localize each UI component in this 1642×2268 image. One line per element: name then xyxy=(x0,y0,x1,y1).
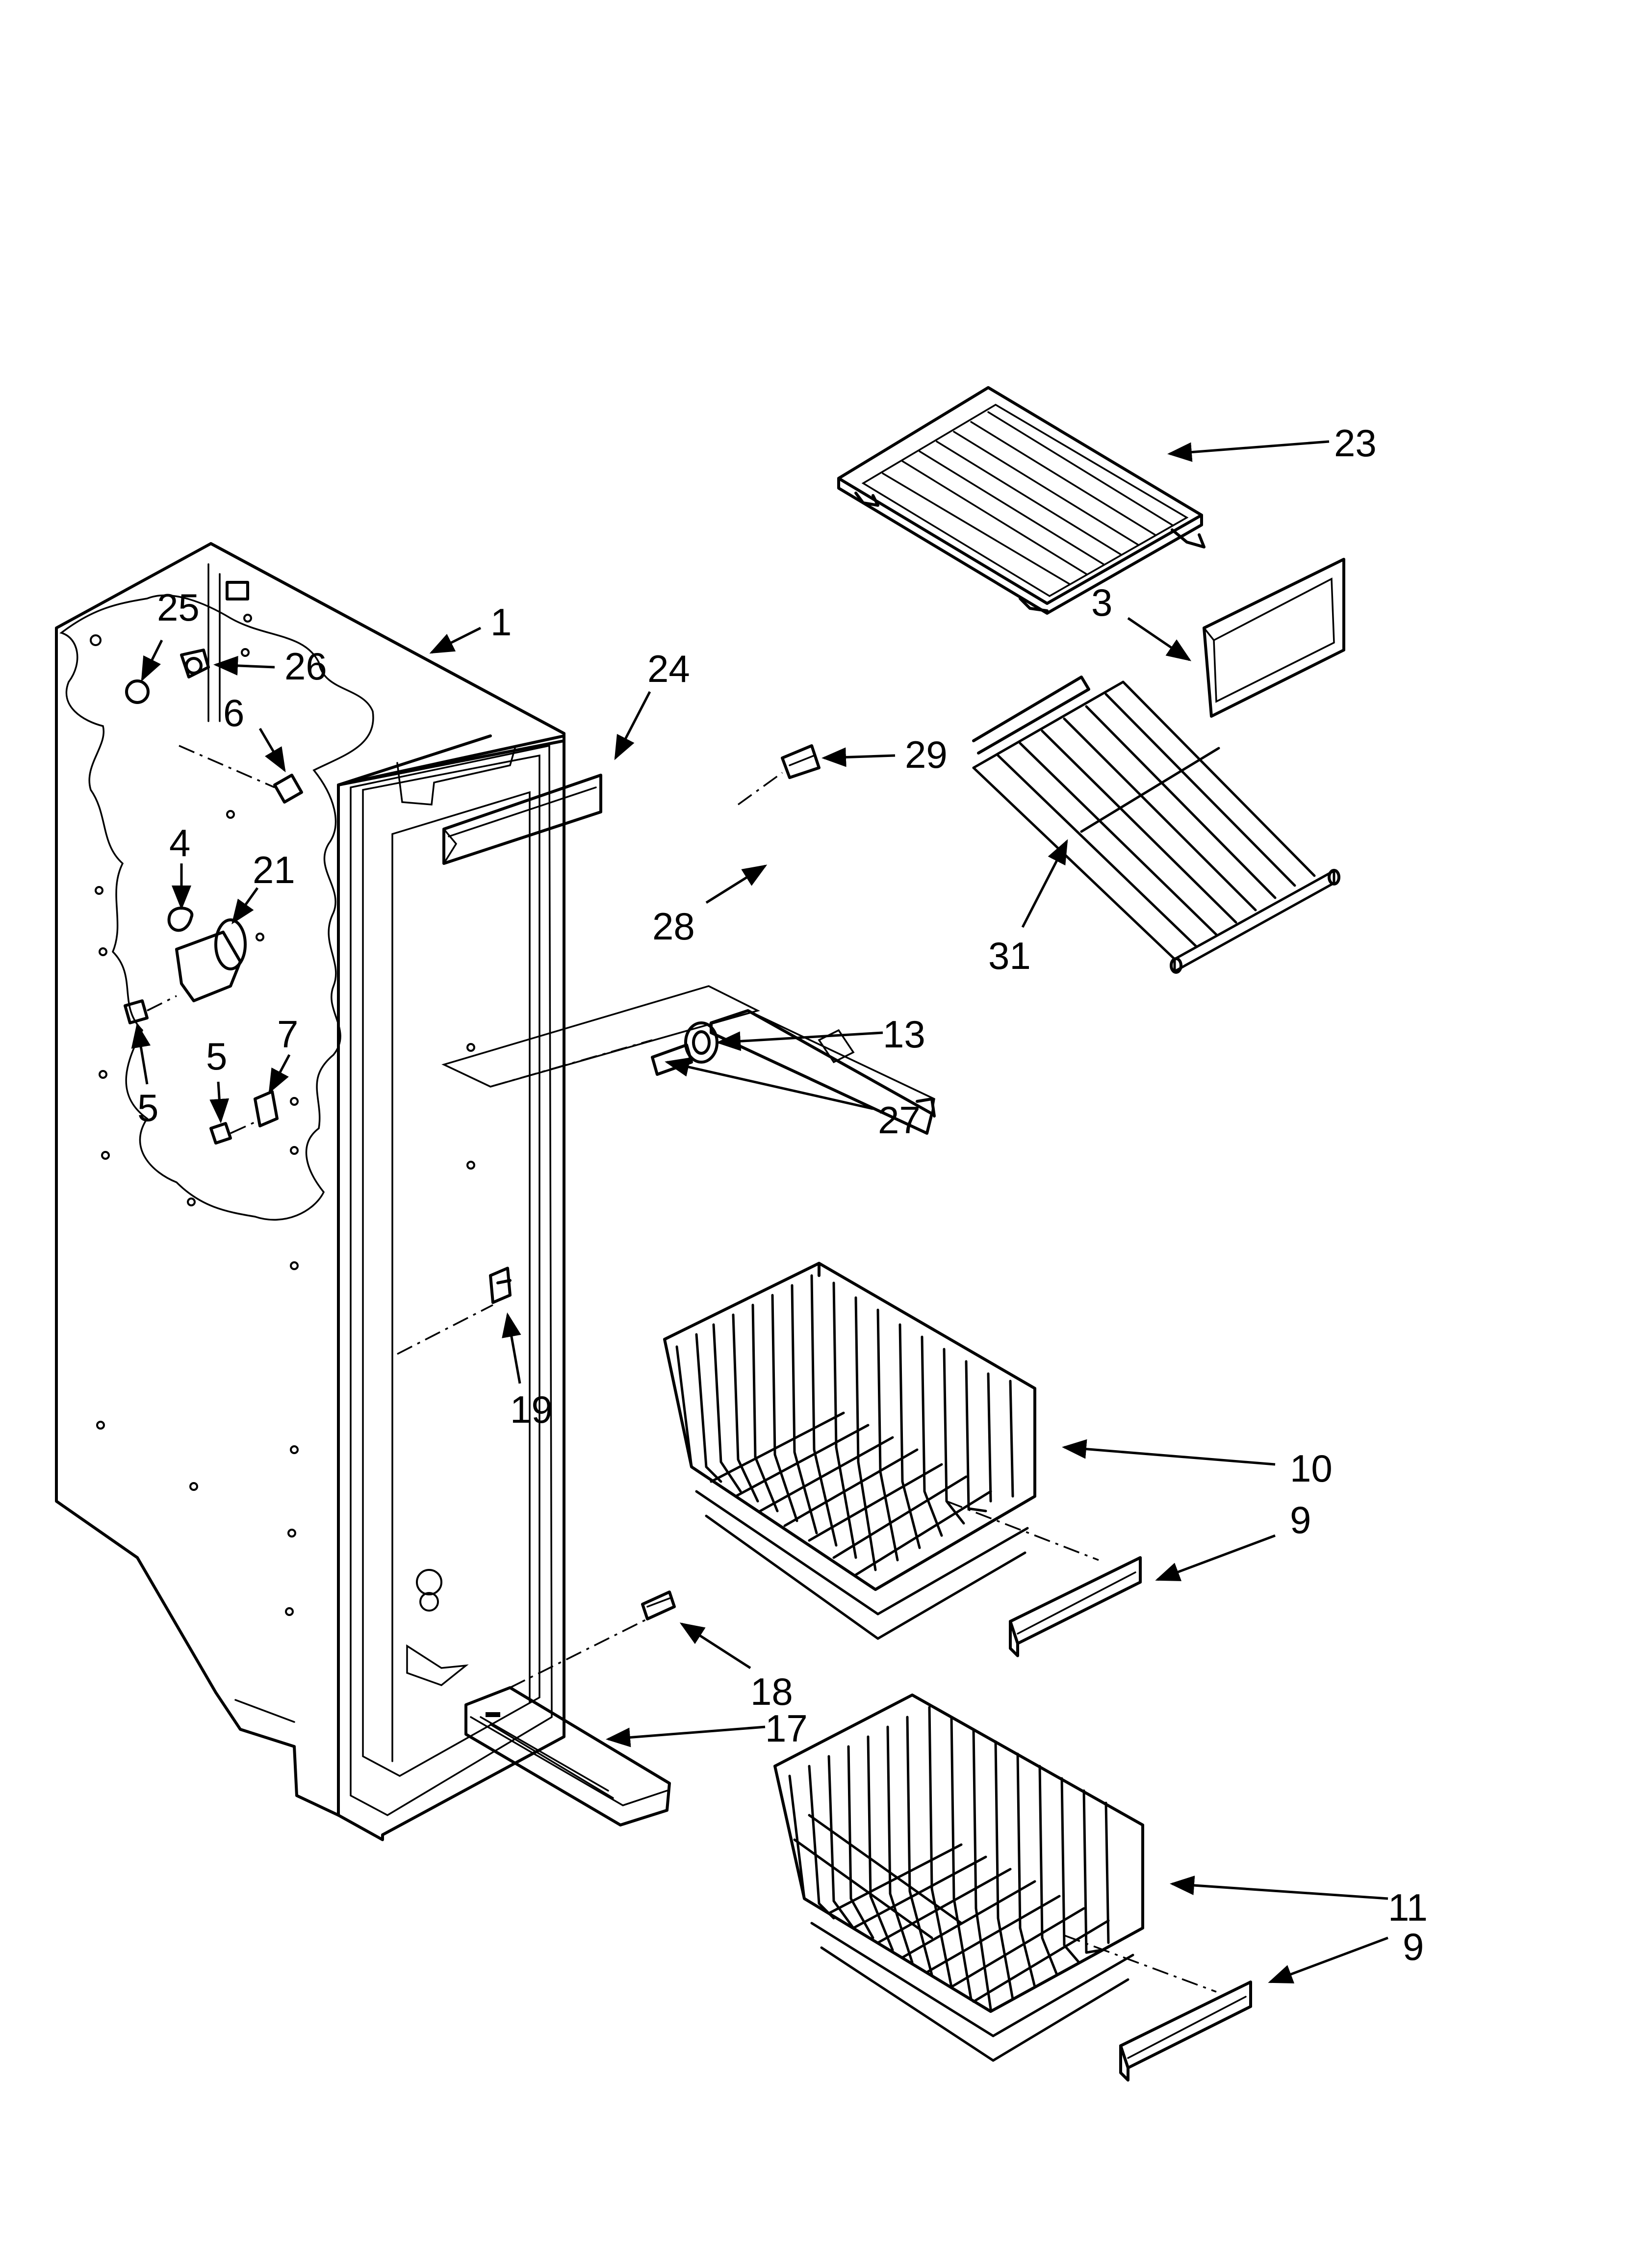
leader-5b xyxy=(209,1081,230,1123)
leader-7 xyxy=(268,1054,291,1094)
callout-18: 18 xyxy=(750,1670,793,1713)
screw-5b xyxy=(209,1122,232,1145)
sticker-plate xyxy=(226,581,249,600)
leader-5a xyxy=(131,1023,151,1085)
callout-9b: 9 xyxy=(1403,1925,1424,1968)
leader-26 xyxy=(213,655,275,676)
part-3-shelf-trim xyxy=(1203,558,1345,718)
callout-27: 27 xyxy=(878,1098,921,1142)
callout-28: 28 xyxy=(652,905,695,948)
leader-11 xyxy=(1170,1876,1388,1900)
callout-11: 11 xyxy=(1388,1886,1428,1929)
control-housing-21 xyxy=(175,931,242,1002)
leader-1 xyxy=(429,626,482,654)
leader-19 xyxy=(502,1312,521,1384)
lamp-bulb xyxy=(125,679,150,704)
leader-23 xyxy=(1167,440,1330,462)
leader-27 xyxy=(665,1057,873,1110)
part-28-shelf-rail xyxy=(710,1009,936,1135)
callout-23: 23 xyxy=(1334,421,1377,465)
part-9-lower-rail xyxy=(1119,1981,1252,2082)
callout-9a: 9 xyxy=(1290,1498,1311,1541)
leader-31 xyxy=(1021,839,1068,928)
leader-25 xyxy=(141,639,163,682)
leader-18 xyxy=(679,1622,751,1669)
part-9-upper-rail xyxy=(1009,1556,1142,1657)
leader-lines xyxy=(131,440,1388,1983)
callout-19: 19 xyxy=(510,1388,553,1431)
part-17-front-trim xyxy=(464,1618,671,1826)
callout-4: 4 xyxy=(169,821,190,864)
leader-10 xyxy=(1062,1439,1276,1466)
part-23-grille-shelf xyxy=(837,386,1206,615)
callout-5b: 5 xyxy=(206,1035,227,1078)
screw-4 xyxy=(167,907,194,932)
part-29-screw xyxy=(737,744,821,806)
shelf-support-plane xyxy=(441,985,760,1088)
leader-17 xyxy=(606,1725,766,1747)
leader-3 xyxy=(1127,617,1192,661)
screw-5a xyxy=(124,999,149,1024)
callout-13: 13 xyxy=(883,1013,925,1056)
callout-31: 31 xyxy=(988,934,1031,977)
callout-26: 26 xyxy=(284,645,327,688)
callout-6: 6 xyxy=(223,691,244,734)
part-19-clip xyxy=(397,1267,512,1355)
bracket-7 xyxy=(254,1090,279,1127)
leader-9b xyxy=(1268,1936,1388,1983)
clip-6 xyxy=(273,774,303,804)
callout-1: 1 xyxy=(490,600,512,644)
front-frame xyxy=(337,734,565,1841)
part-24-label-strip xyxy=(442,774,602,865)
callout-29: 29 xyxy=(905,733,948,776)
leader-29 xyxy=(821,747,896,767)
callout-3: 3 xyxy=(1091,581,1112,624)
callout-7: 7 xyxy=(277,1013,298,1056)
part-11-lower-basket xyxy=(773,1694,1217,2062)
callout-21: 21 xyxy=(253,848,295,891)
callout-25: 25 xyxy=(157,586,200,629)
callout-5a: 5 xyxy=(137,1086,158,1129)
leader-21 xyxy=(231,887,259,925)
leader-13 xyxy=(716,1031,883,1051)
part-18-screw xyxy=(641,1590,676,1620)
lamp-socket-assembly xyxy=(124,649,303,1145)
freezer-liner xyxy=(55,542,565,1817)
leader-9a xyxy=(1155,1534,1276,1581)
callout-17: 17 xyxy=(765,1707,808,1750)
part-10-upper-basket xyxy=(663,1262,1099,1640)
callout-24: 24 xyxy=(647,647,690,690)
part-31-wire-shelf xyxy=(972,676,1340,974)
leader-28 xyxy=(705,864,768,904)
leader-6 xyxy=(258,728,286,773)
leader-24 xyxy=(614,691,651,760)
callout-labels: 1 3 4 5 5 5 6 7 9 9 10 11 13 17 18 19 21… xyxy=(137,421,1428,1968)
callout-10: 10 xyxy=(1290,1447,1333,1490)
